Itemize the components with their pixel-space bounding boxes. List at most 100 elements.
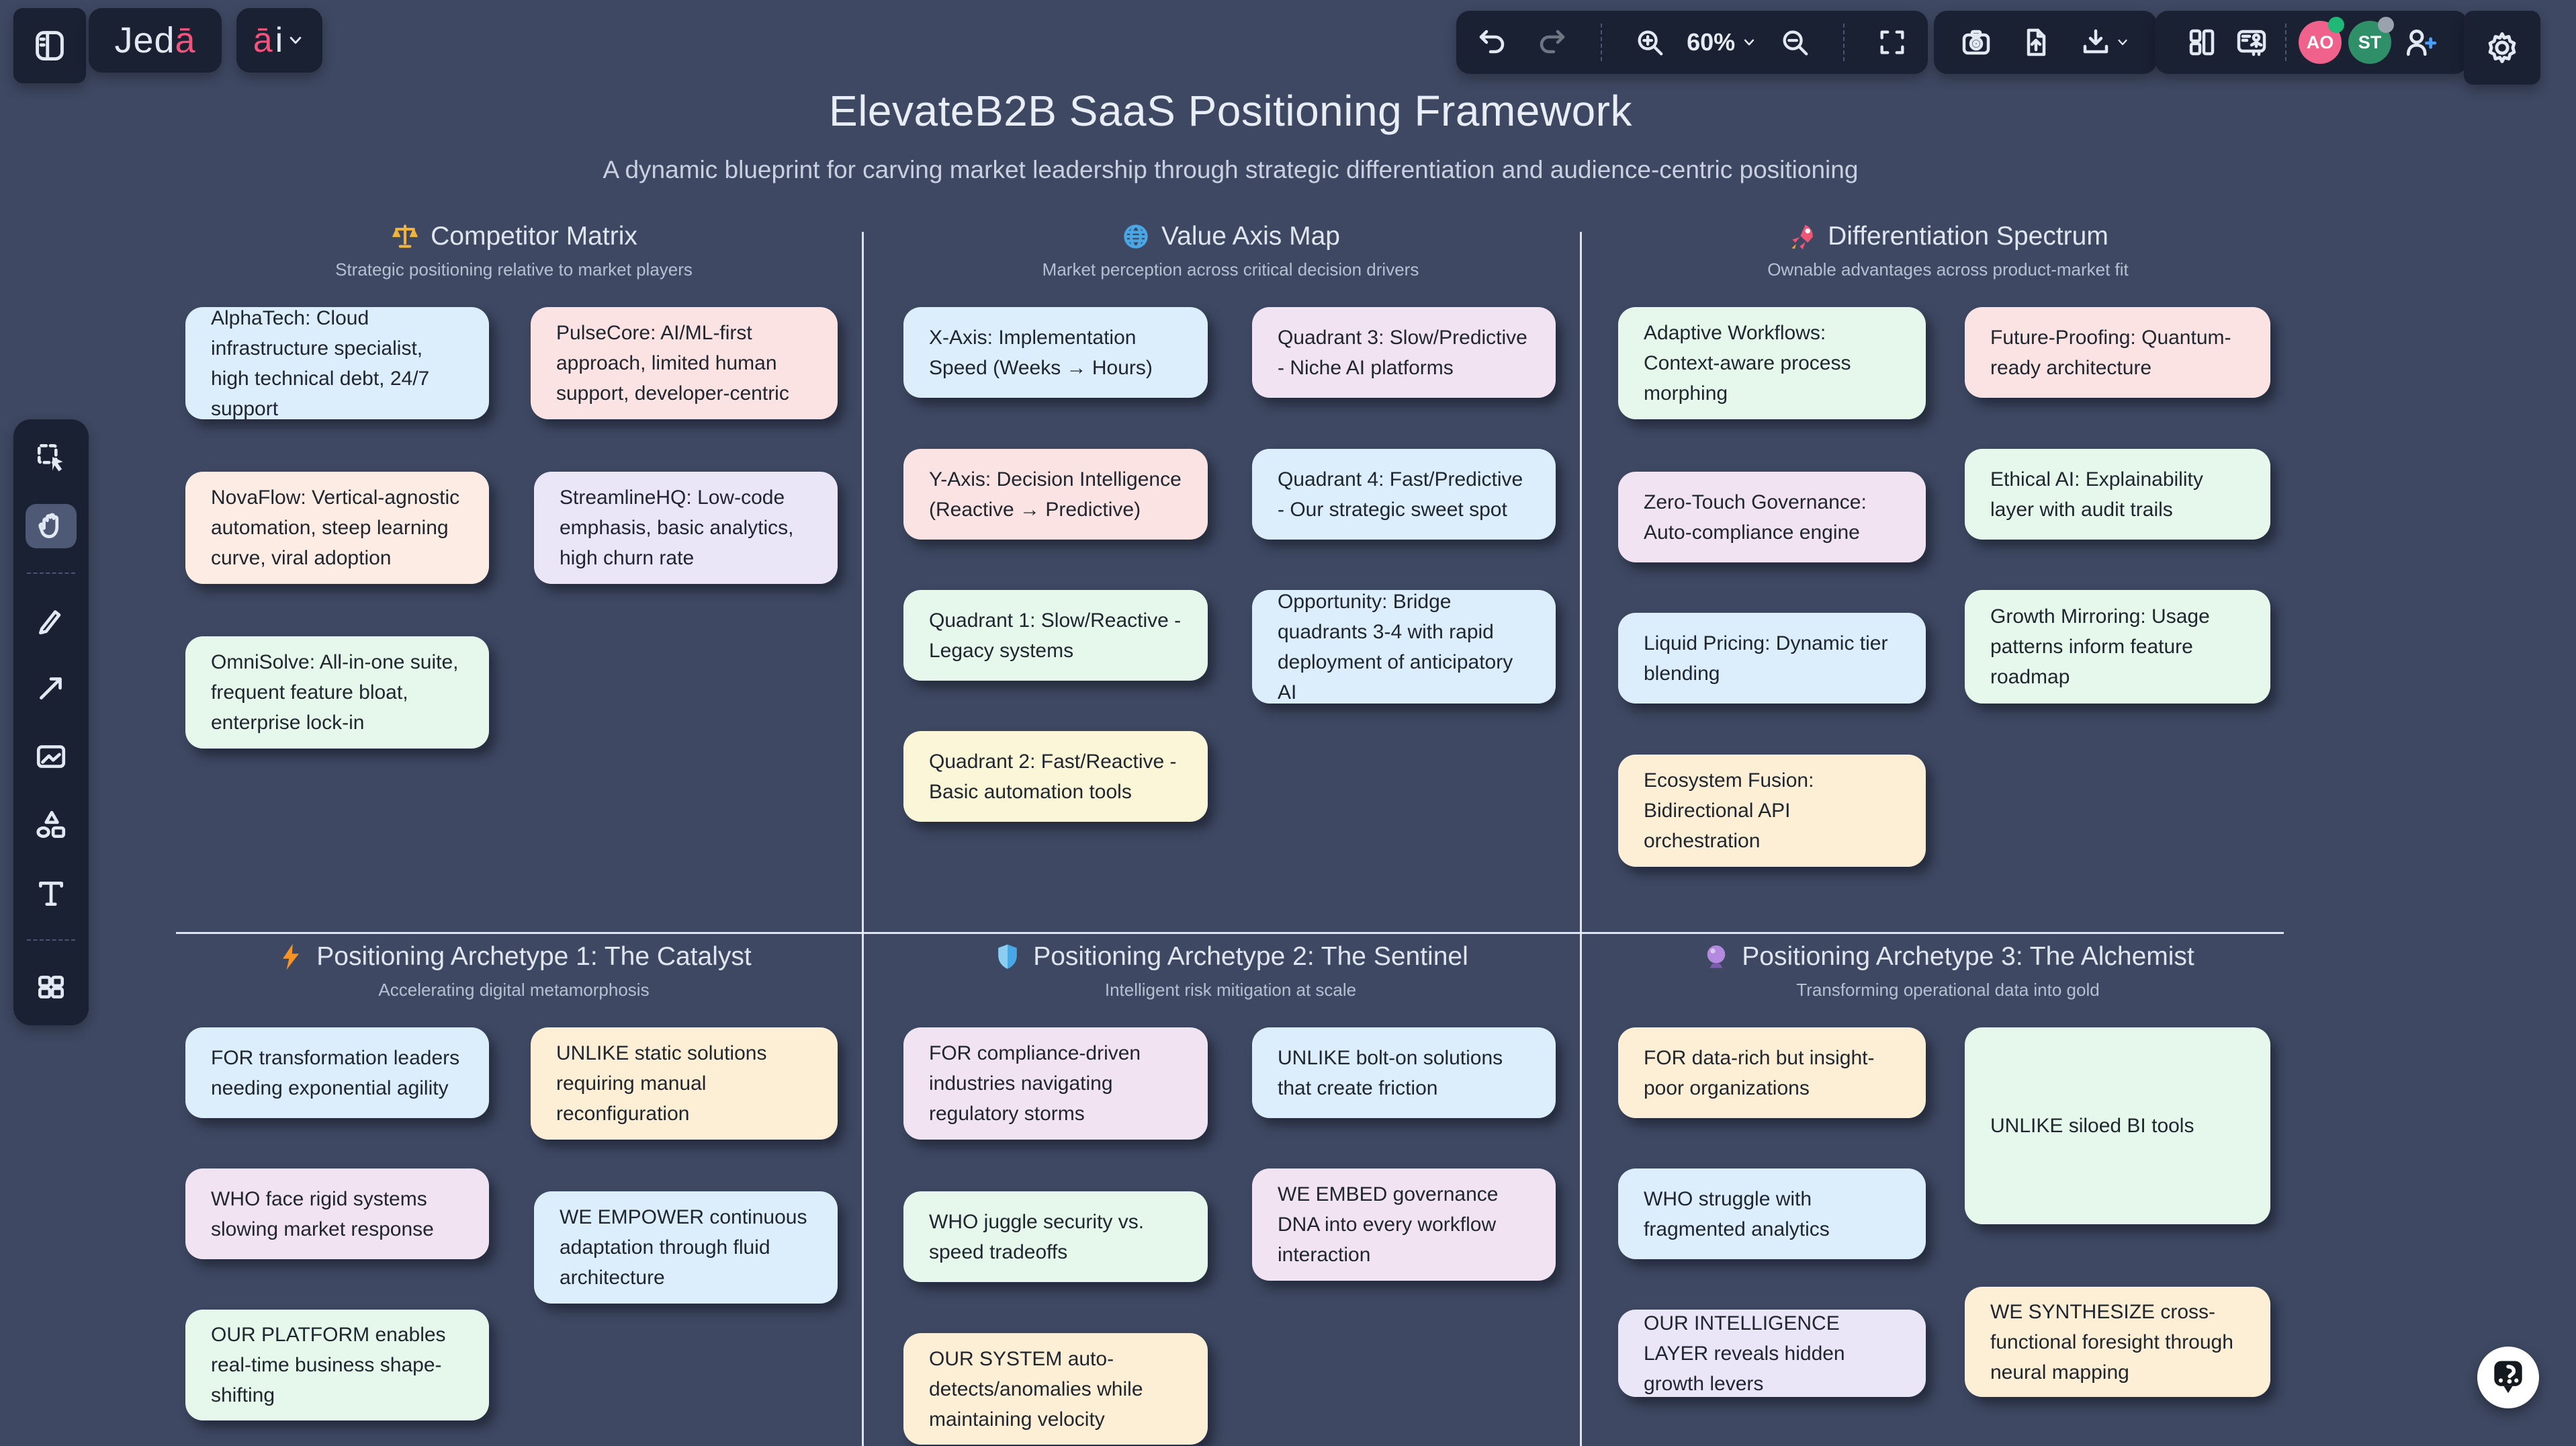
sticky-note[interactable]: StreamlineHQ: Low-code emphasis, basic a… [534, 472, 838, 584]
sticky-note[interactable]: OUR PLATFORM enables real-time business … [185, 1310, 489, 1420]
zoom-in-button[interactable] [1629, 22, 1671, 63]
sticky-note[interactable]: FOR compliance-driven industries navigat… [903, 1027, 1208, 1140]
sticky-note[interactable]: Growth Mirroring: Usage patterns inform … [1965, 590, 2270, 704]
tools-sidebar [13, 419, 89, 1025]
zoom-level-button[interactable]: 60% [1687, 28, 1758, 56]
sticky-note[interactable]: WE EMPOWER continuous adaptation through… [534, 1191, 838, 1304]
undo-icon [1476, 26, 1509, 58]
sticky-note[interactable]: Ecosystem Fusion: Bidirectional API orch… [1618, 755, 1926, 867]
avatar-initials: AO [2306, 32, 2334, 52]
sticky-note[interactable]: UNLIKE bolt-on solutions that create fri… [1252, 1027, 1556, 1118]
help-button[interactable] [2477, 1347, 2539, 1408]
sticky-note[interactable]: WHO face rigid systems slowing market re… [185, 1168, 489, 1259]
sticky-note[interactable]: WE SYNTHESIZE cross-functional foresight… [1965, 1287, 2270, 1397]
section-title: Positioning Archetype 3: The Alchemist [1742, 942, 2194, 971]
tool-image[interactable] [26, 734, 77, 779]
sticky-note[interactable]: Liquid Pricing: Dynamic tier blending [1618, 613, 1926, 704]
sidebar-toggle-button[interactable] [13, 8, 86, 83]
avatar-st[interactable]: ST [2348, 17, 2394, 64]
section-subtitle: Ownable advantages across product-market… [1767, 259, 2129, 280]
sticky-note[interactable]: NovaFlow: Vertical-agnostic automation, … [185, 472, 489, 584]
screenshot-button[interactable] [1955, 21, 1998, 64]
tool-arrow[interactable] [26, 666, 77, 710]
sticky-note[interactable]: UNLIKE siloed BI tools [1965, 1027, 2270, 1224]
sticky-note[interactable]: Y-Axis: Decision Intelligence (Reactive … [903, 449, 1208, 540]
sticky-note[interactable]: Opportunity: Bridge quadrants 3-4 with r… [1252, 590, 1556, 704]
sticky-note[interactable]: OUR SYSTEM auto-detects/anomalies while … [903, 1333, 1208, 1445]
sticky-note[interactable]: WHO struggle with fragmented analytics [1618, 1168, 1926, 1259]
sticky-note[interactable]: Zero-Touch Governance: Auto-compliance e… [1618, 472, 1926, 562]
board-subtitle[interactable]: A dynamic blueprint for carving market l… [603, 156, 1859, 183]
tool-pen[interactable] [26, 597, 77, 642]
undo-button[interactable] [1471, 21, 1514, 64]
column-divider [1580, 232, 1582, 1446]
note-text: Liquid Pricing: Dynamic tier blending [1644, 632, 1888, 685]
presenter-icon [2235, 26, 2268, 58]
sticky-note[interactable]: PulseCore: AI/ML-first approach, limited… [531, 307, 838, 419]
sticky-note[interactable]: WHO juggle security vs. speed tradeoffs [903, 1191, 1208, 1282]
note-text: OUR INTELLIGENCE LAYER reveals hidden gr… [1644, 1312, 1845, 1395]
sticky-note[interactable]: Quadrant 4: Fast/Predictive - Our strate… [1252, 449, 1556, 540]
sticky-note[interactable]: FOR data-rich but insight-poor organizat… [1618, 1027, 1926, 1118]
zoom-out-button[interactable] [1774, 22, 1816, 63]
note-text: NovaFlow: Vertical-agnostic automation, … [211, 486, 460, 569]
tool-text[interactable] [26, 871, 77, 915]
fullscreen-button[interactable] [1871, 22, 1913, 63]
sticky-note[interactable]: WE EMBED governance DNA into every workf… [1252, 1168, 1556, 1281]
tool-hand-active[interactable] [26, 503, 77, 548]
sticky-note[interactable]: FOR transformation leaders needing expon… [185, 1027, 489, 1118]
section-subtitle: Strategic positioning relative to market… [335, 259, 693, 280]
settings-button[interactable] [2464, 11, 2540, 85]
arrow-icon [34, 671, 68, 705]
note-text: Quadrant 4: Fast/Predictive - Our strate… [1278, 468, 1523, 521]
zoom-in-icon [1634, 27, 1665, 58]
sticky-note[interactable]: X-Axis: Implementation Speed (Weeks → Ho… [903, 307, 1208, 398]
column-divider [862, 232, 864, 1446]
redo-button[interactable] [1530, 21, 1573, 64]
tool-shapes[interactable] [26, 803, 77, 847]
section-title: Positioning Archetype 2: The Sentinel [1033, 942, 1468, 971]
download-button[interactable] [2074, 21, 2136, 64]
sticky-note[interactable]: Quadrant 2: Fast/Reactive - Basic automa… [903, 731, 1208, 822]
sticky-note[interactable]: OUR INTELLIGENCE LAYER reveals hidden gr… [1618, 1310, 1926, 1397]
note-text: Growth Mirroring: Usage patterns inform … [1990, 605, 2210, 688]
note-text: X-Axis: Implementation Speed (Weeks → Ho… [929, 326, 1153, 379]
select-icon [34, 441, 68, 474]
note-text: FOR transformation leaders needing expon… [211, 1046, 460, 1099]
sticky-note[interactable]: AlphaTech: Cloud infrastructure speciali… [185, 307, 489, 420]
sticky-note[interactable]: Quadrant 3: Slow/Predictive - Niche AI p… [1252, 307, 1556, 398]
sticky-note[interactable]: Quadrant 1: Slow/Reactive - Legacy syste… [903, 590, 1208, 681]
board-title[interactable]: ElevateB2B SaaS Positioning Framework [829, 87, 1632, 135]
export-page-icon [2020, 26, 2052, 58]
gear-icon [2485, 30, 2520, 65]
present-button[interactable] [2230, 21, 2273, 64]
note-text: Y-Axis: Decision Intelligence (Reactive … [929, 468, 1182, 521]
boards-button[interactable] [2180, 21, 2223, 64]
sticky-note[interactable]: Adaptive Workflows: Context-aware proces… [1618, 307, 1926, 419]
tool-apps-grid[interactable] [26, 965, 77, 1009]
avatar-ao[interactable]: AO [2299, 17, 2344, 64]
note-text: OUR SYSTEM auto-detects/anomalies while … [929, 1347, 1143, 1431]
export-page-button[interactable] [2014, 21, 2057, 64]
add-user-button[interactable] [2398, 20, 2442, 65]
note-text: UNLIKE static solutions requiring manual… [556, 1042, 767, 1125]
note-text: StreamlineHQ: Low-code emphasis, basic a… [560, 486, 794, 569]
note-text: Quadrant 2: Fast/Reactive - Basic automa… [929, 750, 1177, 803]
redo-icon [1536, 26, 1568, 58]
sticky-note[interactable]: Future-Proofing: Quantum-ready architect… [1965, 307, 2270, 398]
sticky-note[interactable]: Ethical AI: Explainability layer with au… [1965, 449, 2270, 540]
note-text: FOR data-rich but insight-poor organizat… [1644, 1046, 1875, 1099]
section-title: Differentiation Spectrum [1828, 222, 2108, 251]
sticky-note[interactable]: OmniSolve: All-in-one suite, frequent fe… [185, 636, 489, 749]
tool-select[interactable] [26, 435, 77, 480]
sticky-note[interactable]: UNLIKE static solutions requiring manual… [531, 1027, 838, 1140]
